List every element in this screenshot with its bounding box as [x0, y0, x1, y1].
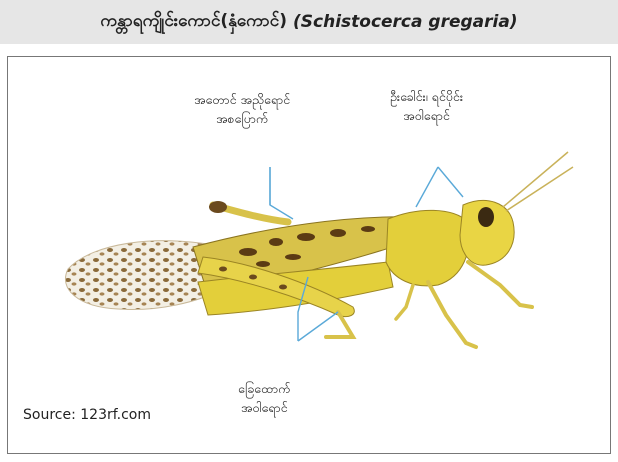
locust-illustration [8, 57, 612, 455]
front-leg [468, 262, 532, 307]
legs-label: ခြေထောက် အဝါရောင် [238, 379, 290, 417]
title-burmese: ကန္တာရကျိုင်းကောင်(နှံကောင်) [100, 10, 287, 35]
head-thorax-label: ဦးခေါင်း၊ ရင်ပိုင်း အဝါရောင် [390, 87, 463, 125]
title-scientific-name: (Schistocerca gregaria) [293, 12, 518, 32]
middle-leg [428, 282, 476, 347]
source-credit: Source: 123rf.com [23, 407, 151, 423]
antenna [503, 152, 568, 207]
eye [478, 207, 494, 227]
diagram-frame: အတောင် အညိုရောင် အစပြောက် ဦးခေါင်း၊ ရင်ပ… [7, 56, 611, 454]
wings-label: အတောင် အညိုရောင် အစပြောက် [194, 90, 290, 128]
figure-title: ကန္တာရကျိုင်းကောင်(နှံကောင်) (Schistocer… [0, 0, 618, 44]
thorax [386, 210, 469, 286]
